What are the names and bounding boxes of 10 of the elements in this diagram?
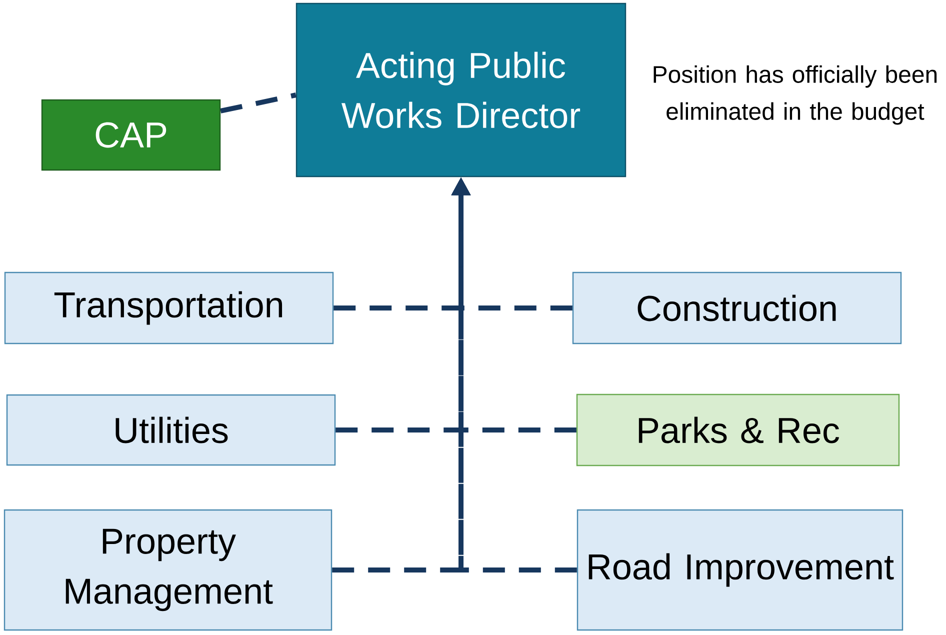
process-box: Road Improvement xyxy=(576,509,904,631)
process-box: CAP xyxy=(41,99,221,171)
process-box: Parks & Rec xyxy=(576,394,900,466)
connector-line xyxy=(220,92,296,114)
note-text: Position has officially been eliminated in the budget xyxy=(654,65,937,125)
process-box: Transportation xyxy=(4,272,334,344)
director-box: Acting Public Works Director xyxy=(296,2,626,178)
process-box: Construction xyxy=(572,272,902,344)
process-box: Utilities xyxy=(6,394,336,466)
process-box: Property Management xyxy=(4,509,332,631)
